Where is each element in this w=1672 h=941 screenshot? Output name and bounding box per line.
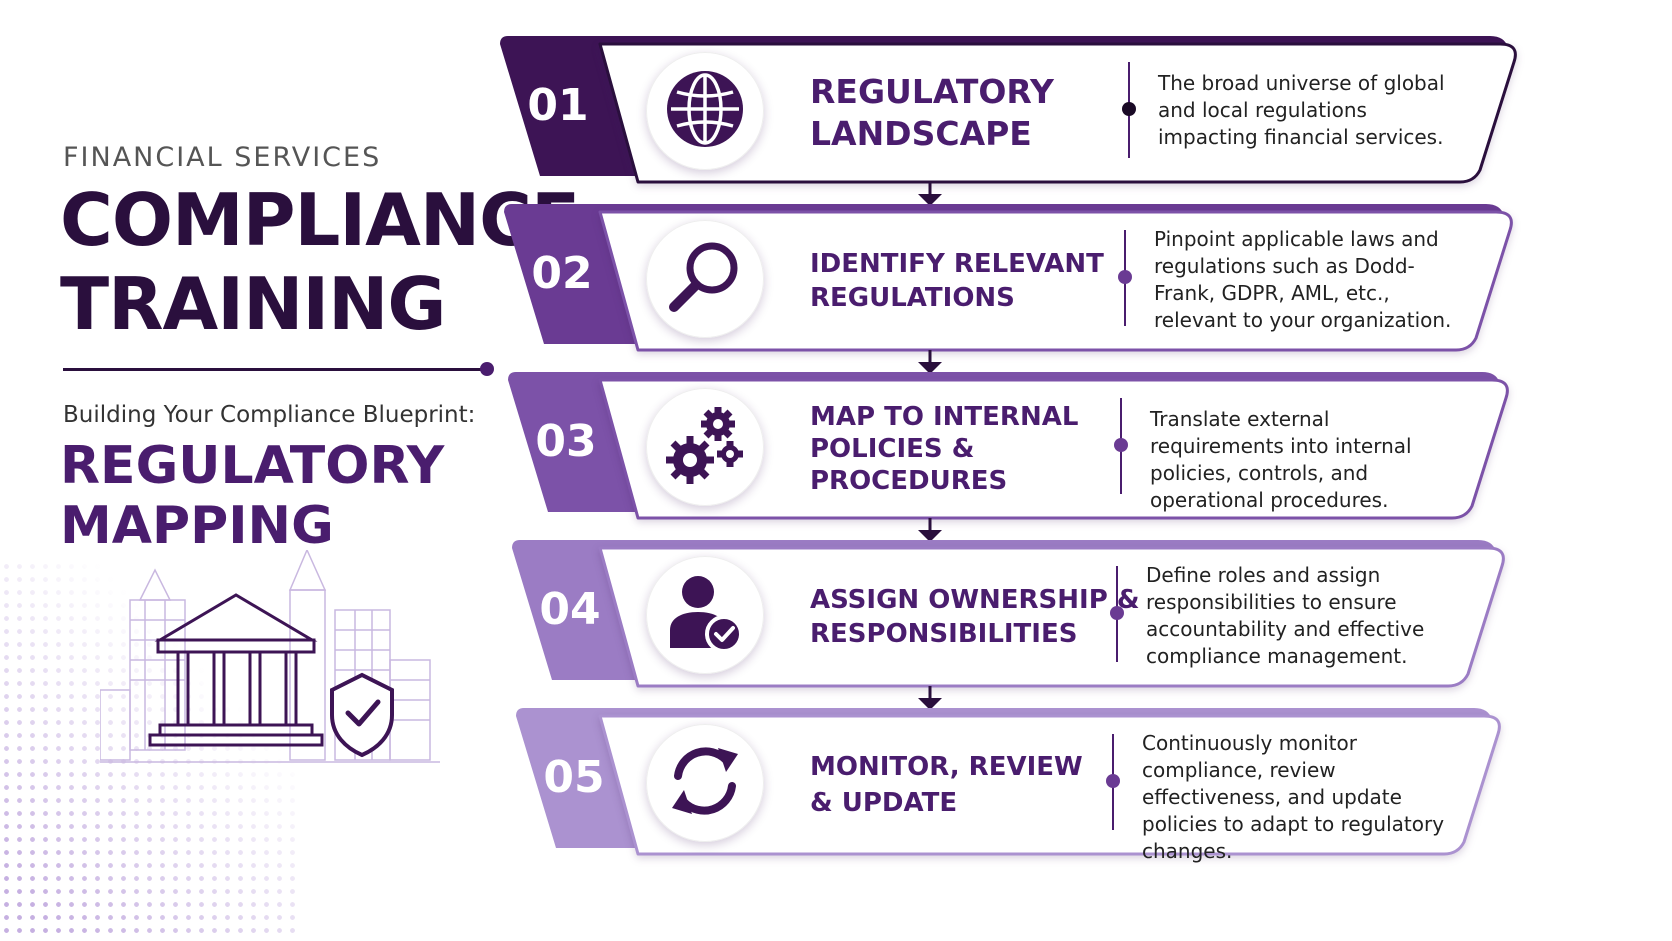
step-card-4: 04 ASSIGN OWNERSHIP & RESPONSIBILITIES Defi… [512, 540, 1615, 700]
magnifier-icon [662, 234, 748, 324]
step-number: 05 [543, 752, 605, 803]
title-divider-dot [480, 362, 494, 376]
step-card-2: 02 IDENTIFY RELEVANT REGULATIONS Pinpoint a… [504, 204, 1615, 364]
step-icon-circle [646, 388, 764, 506]
step-connector-arrow [918, 518, 942, 542]
page-title-line-2: TRAINING [60, 262, 446, 346]
step-title-line-2: & UPDATE [810, 788, 958, 818]
step-description: Define roles and assign responsibilities… [1146, 563, 1425, 668]
step-icon-circle [646, 556, 764, 674]
step-title-line-2: RESPONSIBILITIES [810, 619, 1078, 649]
step-number: 01 [527, 80, 589, 131]
step-divider-dot [1122, 102, 1136, 116]
step-divider-dot [1114, 438, 1128, 452]
step-frame [516, 708, 1501, 856]
step-description: Continuously monitor compliance, review … [1142, 731, 1445, 863]
bank-city-illustration [100, 550, 440, 763]
step-title-line-1: MONITOR, REVIEW [810, 752, 1083, 782]
step-frame [504, 204, 1513, 352]
step-title: MONITOR, REVIEW & UPDATE [810, 749, 1190, 821]
step-connector-arrow [918, 350, 942, 374]
step-title-line-2: POLICIES & [810, 434, 975, 464]
step-card-5: 05 MONITOR, REVIEW & UPDATE Continuously mo… [516, 708, 1615, 868]
page-subtitle: Building Your Compliance Blueprint: [63, 402, 476, 428]
step-title: IDENTIFY RELEVANT REGULATIONS [810, 247, 1190, 315]
step-title-line-1: REGULATORY [810, 72, 1054, 111]
topic-title-line-1: REGULATORY [60, 436, 445, 496]
title-divider [63, 368, 486, 371]
topic-title-line-2: MAPPING [60, 496, 334, 556]
gears-icon [660, 400, 750, 494]
step-description: Pinpoint applicable laws and regulations… [1154, 227, 1452, 332]
step-title-line-3: PROCEDURES [810, 466, 1008, 496]
step-frame [500, 36, 1517, 184]
step-number: 03 [535, 416, 597, 467]
step-divider-dot [1118, 270, 1132, 284]
step-description: The broad universe of global and local r… [1158, 71, 1445, 149]
step-number: 04 [539, 584, 601, 635]
step-icon-circle [646, 52, 764, 170]
step-title: ASSIGN OWNERSHIP & RESPONSIBILITIES [810, 583, 1190, 651]
refresh-icon [662, 738, 748, 828]
step-title-line-1: MAP TO INTERNAL [810, 402, 1079, 432]
header-kicker: FINANCIAL SERVICES [63, 142, 382, 173]
step-title-line-1: ASSIGN OWNERSHIP & [810, 585, 1140, 615]
page-title-line-1: COMPLIANCE [60, 178, 580, 262]
step-divider-dot [1110, 606, 1124, 620]
step-description: Translate external requirements into int… [1150, 407, 1412, 512]
page-title: COMPLIANCE TRAINING [60, 178, 580, 346]
step-title-line-2: LANDSCAPE [810, 114, 1032, 153]
topic-title: REGULATORY MAPPING [60, 436, 520, 556]
user-check-icon [660, 568, 750, 662]
step-divider-dot [1106, 774, 1120, 788]
step-frame [512, 540, 1505, 688]
step-icon-circle [646, 724, 764, 842]
step-title-line-2: REGULATIONS [810, 283, 1015, 313]
step-connector-arrow [918, 686, 942, 710]
step-icon-circle [646, 220, 764, 338]
step-number: 02 [531, 248, 593, 299]
step-frame [508, 372, 1509, 520]
globe-icon [662, 66, 748, 156]
step-connector-arrow [918, 182, 942, 206]
step-title-line-1: IDENTIFY RELEVANT [810, 249, 1104, 279]
